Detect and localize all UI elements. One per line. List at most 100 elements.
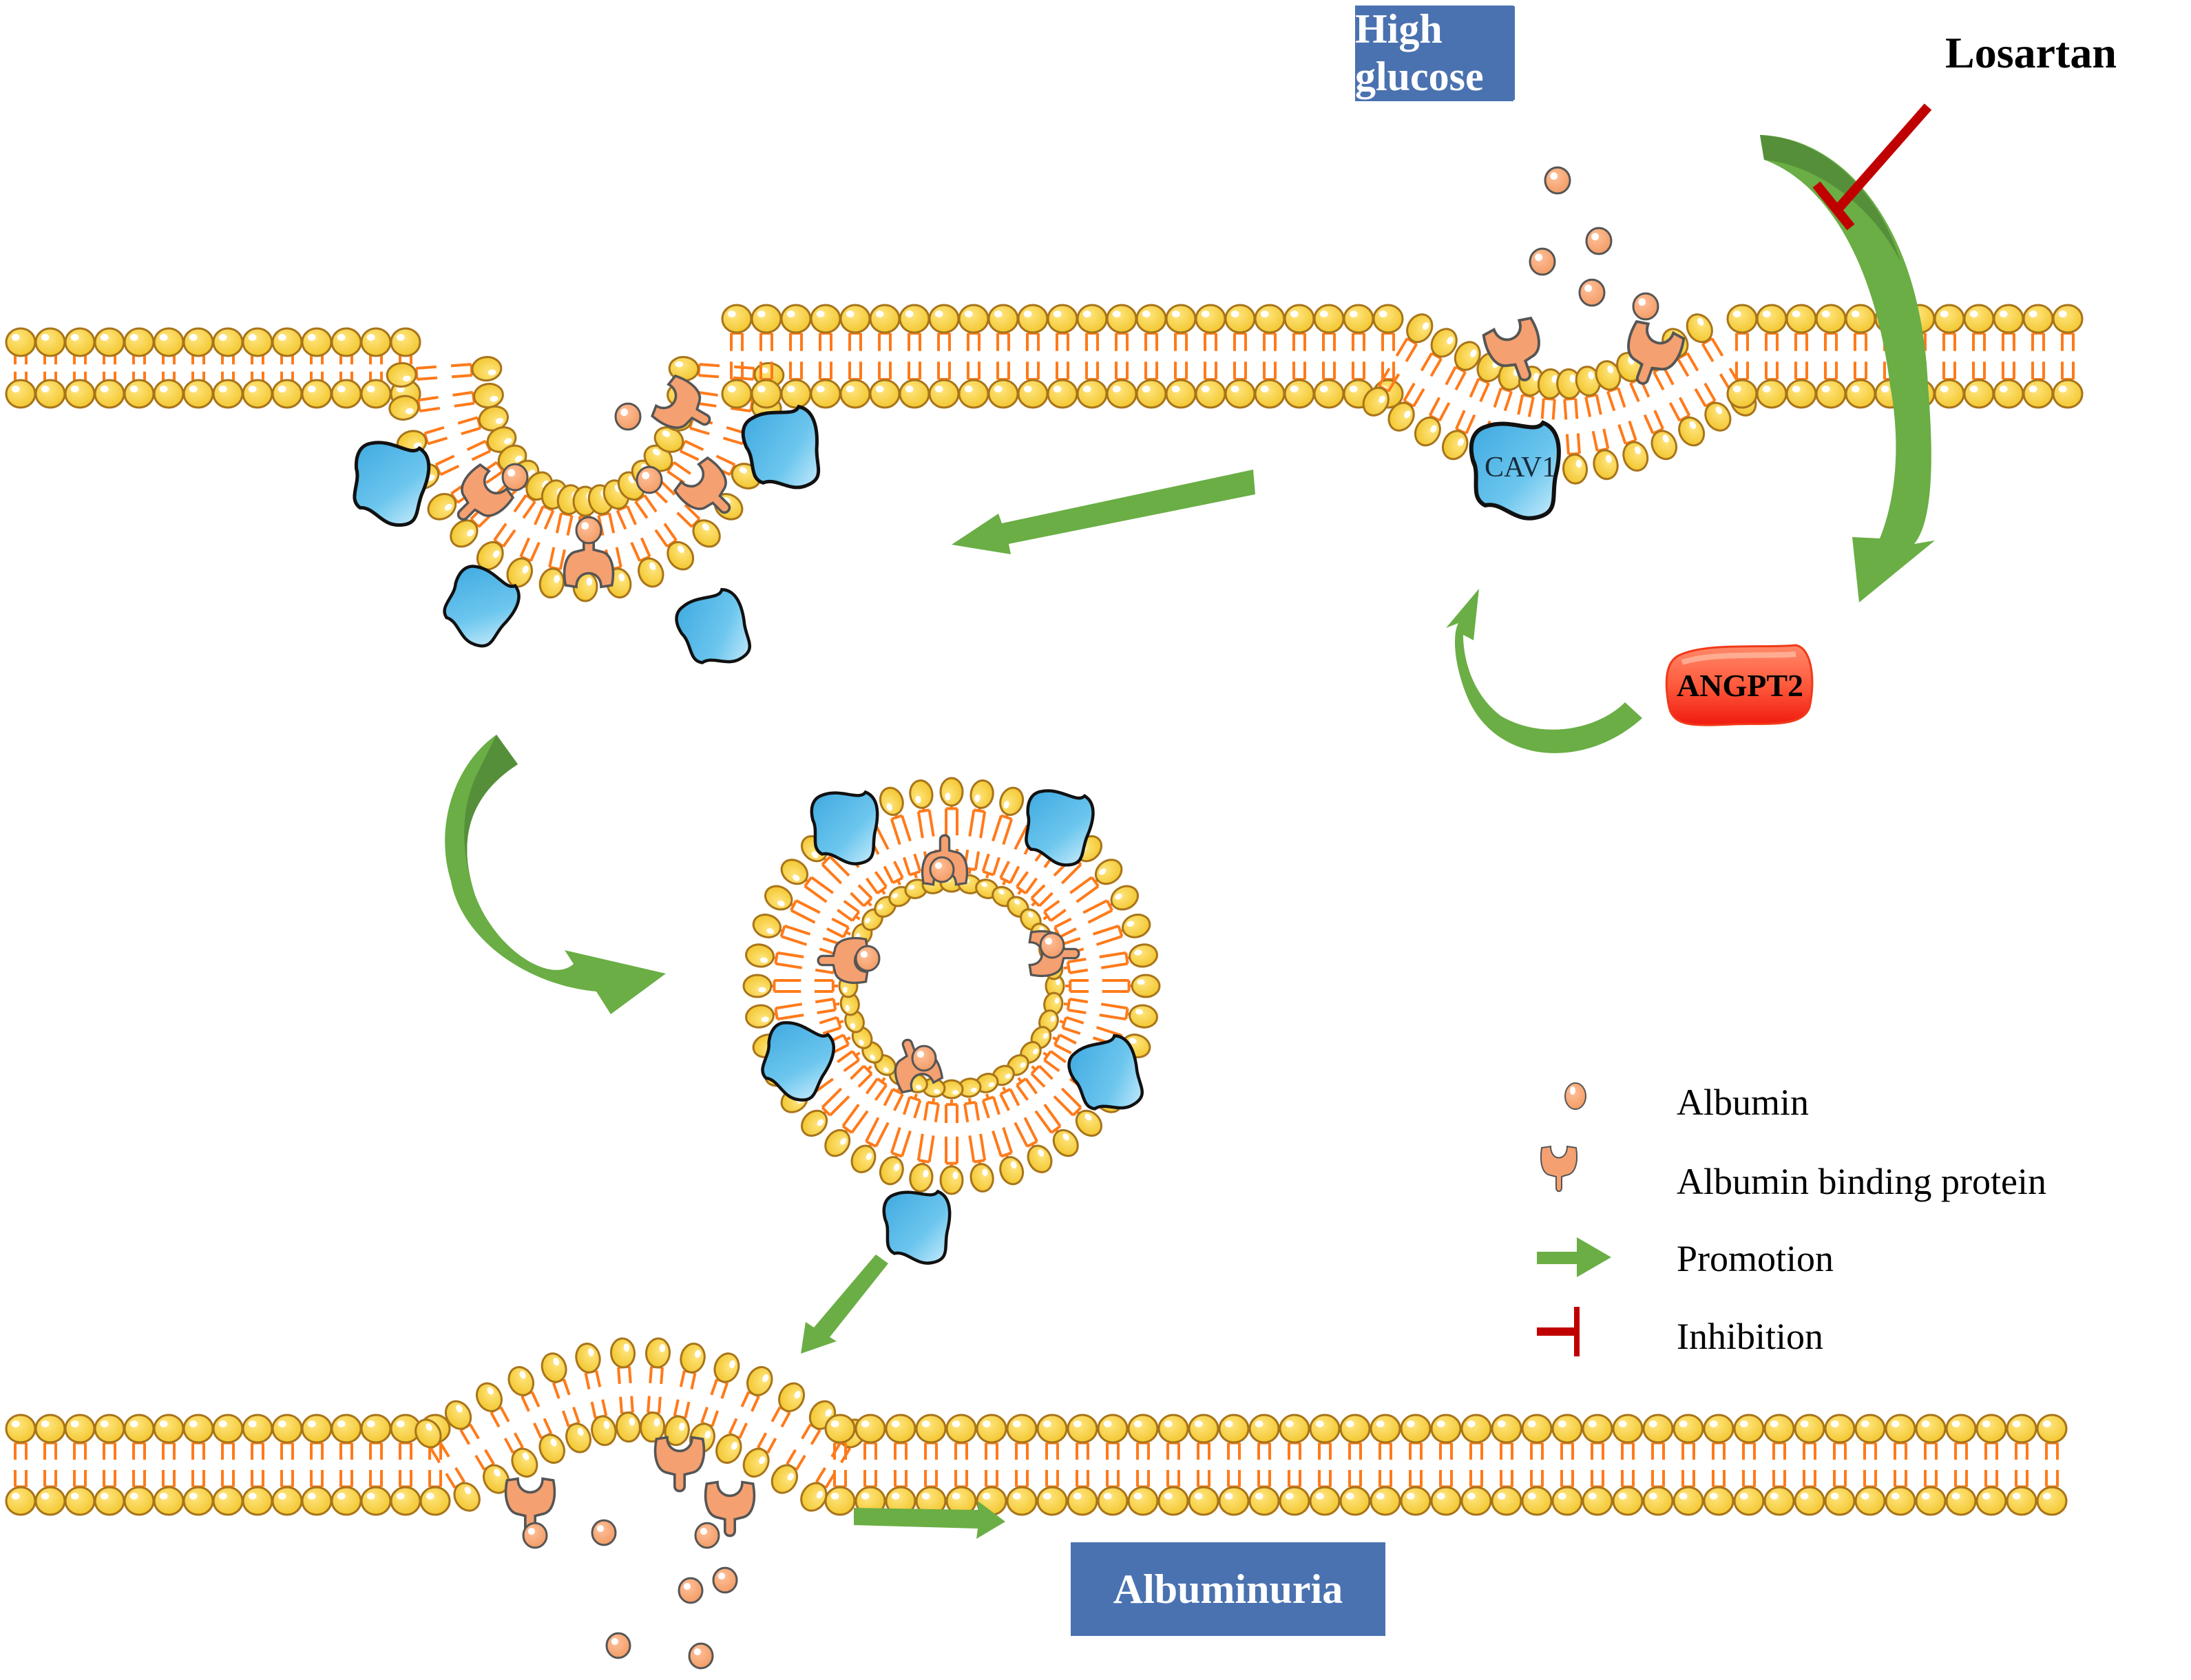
lipid-head [472,356,502,381]
lipid-head [1935,380,1964,408]
legend-promotion-arrow-icon [1537,1237,1611,1277]
lipid-head [65,380,94,408]
lipid-head [361,1487,390,1515]
lipid-head [1825,1487,1854,1515]
lipid-head [332,1487,361,1515]
lipid-head [1314,305,1343,333]
lipid-head [95,1487,124,1515]
high-glucose-text: High glucose [1355,6,1515,101]
lipid-head [877,1154,906,1187]
lipid-head [1728,305,1757,333]
lipid-head [969,779,995,810]
lipid-head [886,1415,915,1442]
lipid-head [243,1415,272,1442]
lipid-head [1886,1415,1915,1442]
lipid-head [450,1478,485,1515]
lipid-head [95,1415,124,1442]
lipid-head [361,380,390,408]
lipid-head [1765,1415,1794,1442]
lipid-head [1255,305,1284,333]
lipid-head [1994,380,2023,408]
lipid-head [302,328,331,356]
lipid-head [1977,1487,2006,1515]
lipid-head [2053,305,2082,333]
high-glucose-box: High glucose [1355,6,1515,100]
lipid-tail [983,1094,999,1118]
lipid-head [1522,1415,1551,1442]
lipid-head [391,328,420,356]
cav1-label: CAV1 [1485,451,1556,484]
lipid-head [1132,975,1160,997]
legend-label: Albumin binding protein [1677,1160,2046,1203]
lipid-head [841,380,870,408]
lipid-tail [1070,877,1101,902]
lipid-tail [819,1018,843,1033]
lipid-head [908,1162,934,1193]
lipid-head [1219,1415,1248,1442]
lipid-head [1728,380,1757,408]
lipid-head [1159,1487,1188,1515]
lipid-head [1492,1487,1521,1515]
lipid-tail [1036,1104,1060,1135]
lipid-head [332,1415,361,1442]
albumin-icon [1530,249,1555,275]
lipid-tail [1053,1035,1076,1053]
lipid-head [1189,1415,1218,1442]
albuminuria-box: Albuminuria [1071,1542,1385,1636]
lipid-head [751,911,784,941]
lipid-head [997,785,1027,818]
lipid-tail [827,919,850,937]
lipid-head [1341,1415,1370,1442]
lipid-head [1374,305,1403,333]
lipid-head [1816,305,1845,333]
lipid-bilayer-segment [6,1415,450,1515]
lipid-head [1226,380,1255,408]
lipid-head [1994,305,2023,333]
lipid-head [154,1415,183,1442]
lipid-head [997,1154,1027,1187]
lipid-head [1492,1415,1521,1442]
legend-inhibition-bar-icon [1537,1307,1577,1356]
lipid-head [1007,1415,1036,1442]
albumin-icon [1545,167,1570,193]
lipid-head [391,1487,420,1515]
lipid-head [125,1487,154,1515]
lipid-tail [843,1104,868,1135]
promotion-arrow-exocytosis [801,1254,888,1354]
lipid-tail [1031,885,1052,906]
lipid-head [1189,1487,1218,1515]
albumin-icon [713,1568,737,1593]
lipid-head [243,380,272,408]
lipid-head [1098,1415,1127,1442]
lipid-head [930,380,958,408]
promotion-arrow-angpt2-to-cav1 [1446,589,1642,753]
lipid-head [65,1487,94,1515]
lipid-tail [851,1066,872,1086]
lipid-head [1078,305,1107,333]
lipid-head [1734,1415,1763,1442]
albumin-icon [679,1578,702,1603]
lipid-head [1757,380,1786,408]
lipid-head [662,537,698,574]
lipid-head [900,380,929,408]
lipid-head [125,1415,154,1442]
lipid-head [1219,1487,1248,1515]
lipid-head [722,380,751,408]
lipid-head [574,1341,602,1374]
lipid-head [1432,1487,1460,1515]
lipid-head [841,305,870,333]
legend-label: Inhibition [1677,1315,1823,1358]
lipid-head [744,943,775,969]
lipid-tail [925,1098,939,1122]
lipid-tail [1060,1018,1084,1033]
lipid-head [154,328,183,356]
lipid-head [744,975,771,997]
lipid-head [1250,1487,1279,1515]
lipid-head [1462,1415,1491,1442]
lipid-head [1196,305,1225,333]
lipid-head [95,328,124,356]
lipid-head [908,779,934,810]
albumin-icon [1040,933,1064,958]
caveolin-protein-icon [812,792,877,864]
lipid-head [1432,1415,1460,1442]
